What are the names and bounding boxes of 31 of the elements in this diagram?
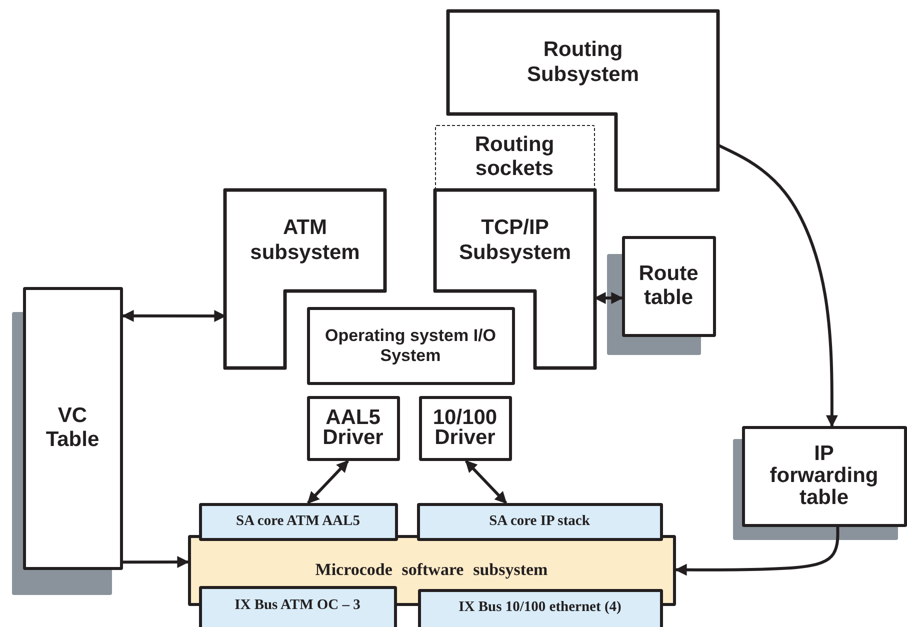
node-label: TCP/IP Subsystem xyxy=(458,216,572,265)
node-label: 10/100 Driver xyxy=(432,408,498,448)
node-label: ATM subsystem xyxy=(249,216,361,265)
node-label: Microcode software subsystem xyxy=(315,560,548,580)
arrow xyxy=(122,310,226,322)
arrow xyxy=(464,460,508,504)
node-label: Routing Subsystem xyxy=(526,38,640,87)
driver-box xyxy=(419,396,512,461)
dashed-box xyxy=(435,125,595,190)
arrow xyxy=(306,460,349,504)
system-box xyxy=(307,307,515,385)
node-label: VC Table xyxy=(44,404,100,452)
bus-box xyxy=(199,586,397,627)
core-box xyxy=(417,503,663,541)
subsystem-block xyxy=(448,11,718,190)
core-box xyxy=(199,503,398,541)
bus-box xyxy=(418,589,663,627)
node-label: IP forwarding table xyxy=(768,442,880,510)
arrow xyxy=(717,144,838,428)
node-label: Routing sockets xyxy=(474,132,556,182)
node-label: SA core IP stack xyxy=(489,513,590,530)
node-label: Operating system I/O System xyxy=(324,326,497,366)
driver-box xyxy=(307,396,400,461)
arrow xyxy=(123,556,190,568)
node-label: IX Bus ATM OC – 3 xyxy=(234,597,360,614)
node-label: SA core ATM AAL5 xyxy=(236,513,360,530)
arrow xyxy=(674,526,840,576)
node-label: Route table xyxy=(638,262,700,310)
node-label: IX Bus 10/100 ethernet (4) xyxy=(458,599,622,616)
node-label: AAL5 Driver xyxy=(322,408,384,448)
arrow xyxy=(594,292,624,304)
